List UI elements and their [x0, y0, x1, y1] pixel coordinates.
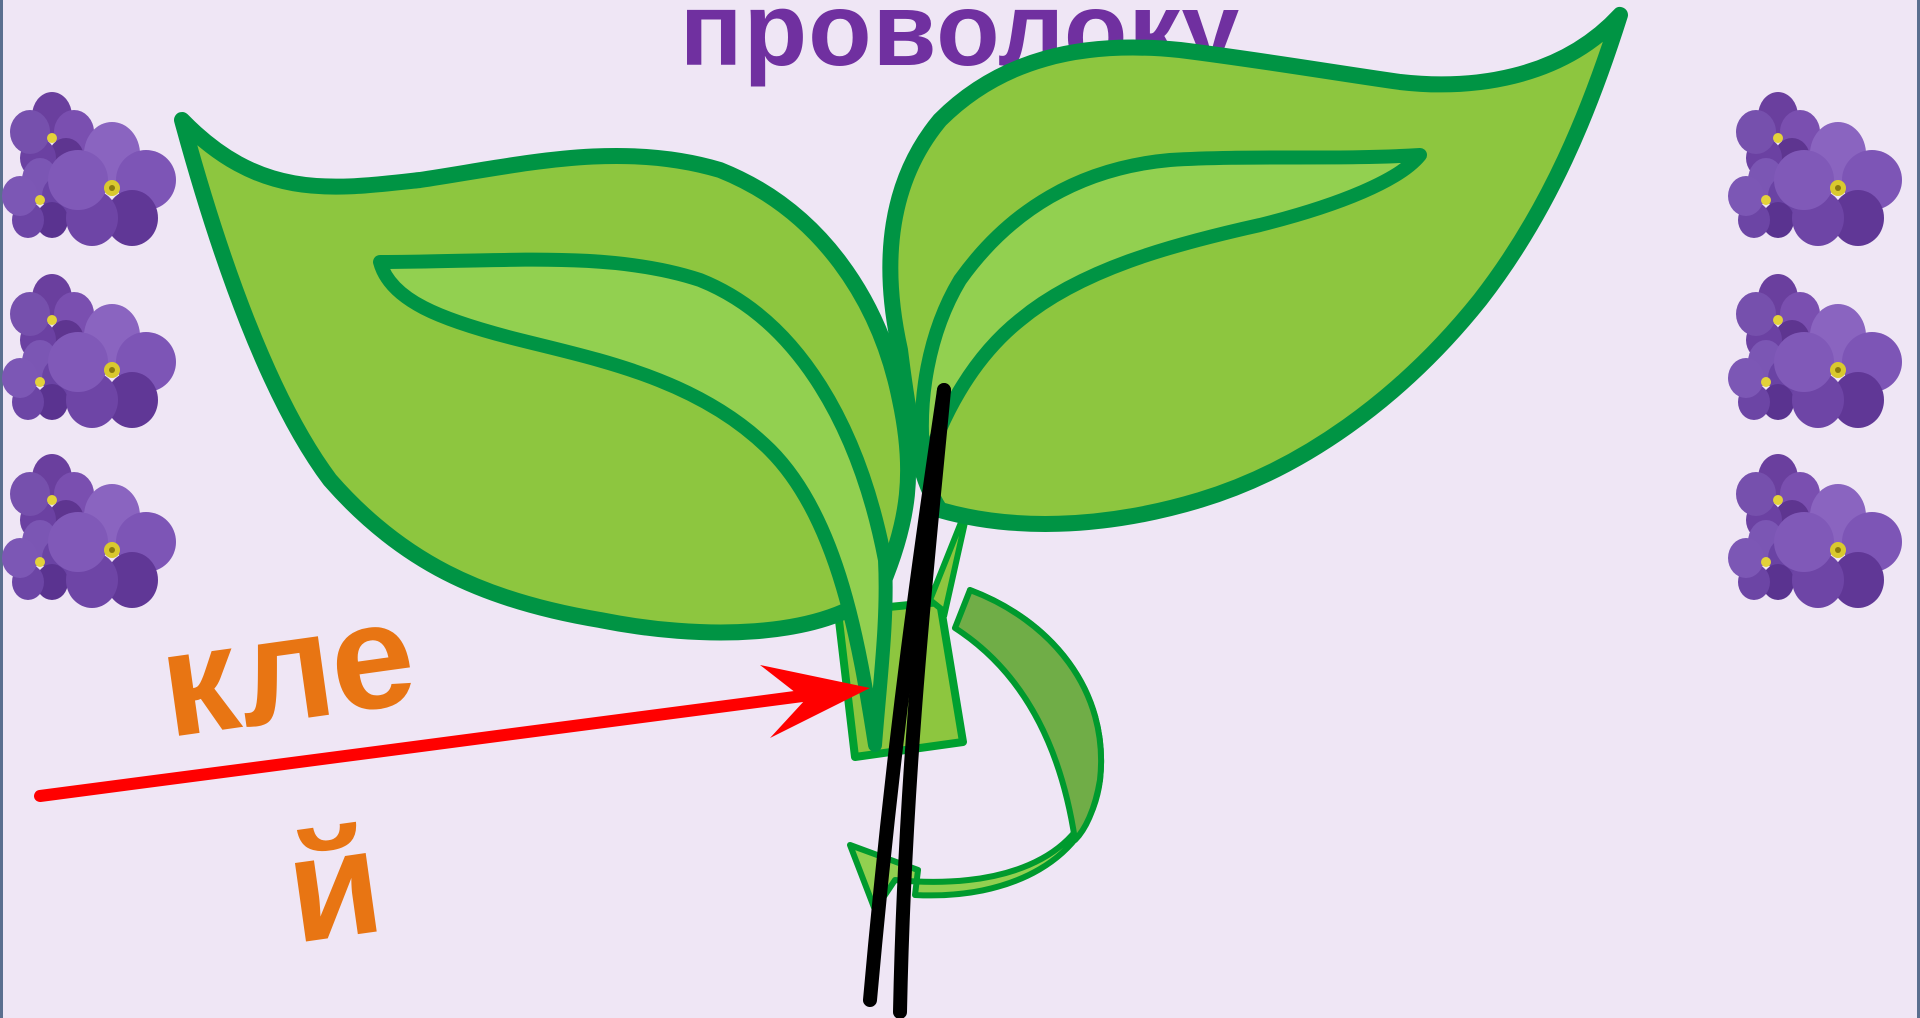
violet-flower-icon: [1728, 274, 1902, 428]
violet-flower-icon: [1728, 92, 1902, 246]
violet-flower-icon: [1728, 454, 1902, 608]
right-leaf: [890, 15, 1620, 524]
glue-label: кле: [151, 576, 423, 760]
violet-flower-icon: [2, 92, 176, 246]
violet-flower-icon: [2, 454, 176, 608]
violet-flower-icon: [2, 274, 176, 428]
